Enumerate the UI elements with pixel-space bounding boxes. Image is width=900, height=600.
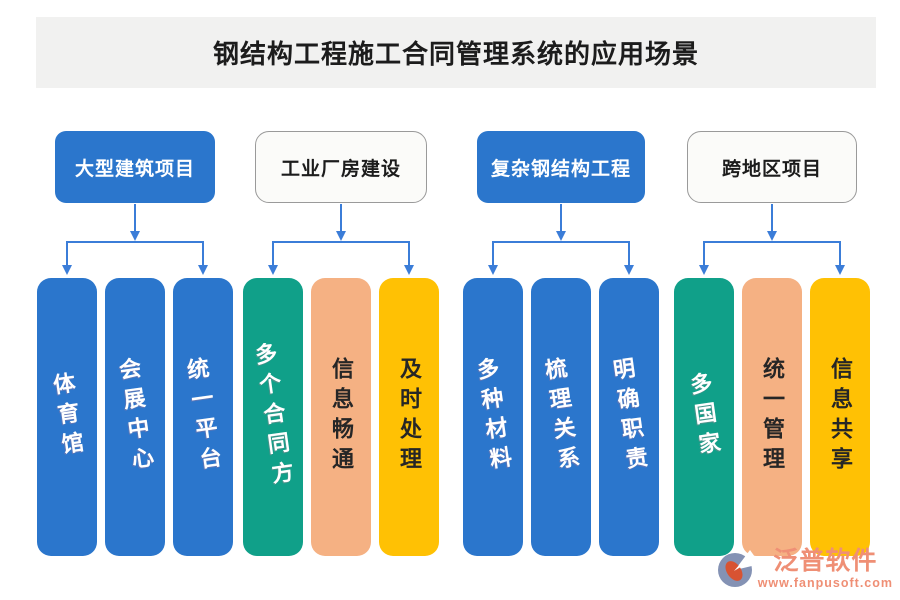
feature-bar: 信息畅通 [311,278,371,556]
title-bar: 钢结构工程施工合同管理系统的应用场景 [36,17,876,88]
page-title: 钢结构工程施工合同管理系统的应用场景 [212,40,699,69]
scenario-header-box: 大型建筑项目 [55,131,215,203]
scenario-group: 工业厂房建设多个合同方 信息畅通 及时处理 [243,131,439,556]
feature-bar-label: 统一管理 [760,357,785,477]
feature-bar-label: 信息共享 [828,357,853,477]
feature-bar: 多个合同方 [243,278,303,556]
feature-bar: 体育馆 [37,278,97,556]
feature-bar-label: 多国家 [685,370,724,464]
feature-bar-label: 多种材料 [472,355,515,479]
scenario-group: 跨地区项目多国家 统一管理 信息共享 [674,131,870,556]
scenario-header-box: 跨地区项目 [687,131,857,203]
footer-logo: 泛普软件 www.fanpusoft.com [716,548,893,590]
feature-bar-label: 统一平台 [182,355,225,479]
bars-row: 多国家 统一管理 信息共享 [674,278,870,556]
brand-name: 泛普软件 [773,548,878,575]
feature-bar: 统一平台 [173,278,233,556]
scenario-header-box: 工业厂房建设 [255,131,427,203]
feature-bar: 明确职责 [599,278,659,556]
bars-row: 多种材料梳理关系明确职责 [463,278,659,556]
feature-bar-label: 多个合同方 [250,340,297,493]
feature-bar: 多国家 [674,278,734,556]
fanpu-logo-icon [717,550,756,587]
feature-bar: 统一管理 [742,278,802,556]
brand-url: www.fanpusoft.com [757,575,893,590]
feature-bar: 梳理关系 [531,278,591,556]
feature-bar: 信息共享 [810,278,870,556]
feature-bar-label: 明确职责 [608,355,651,479]
bars-row: 体育馆会展中心统一平台 [37,278,233,556]
feature-bar: 及时处理 [379,278,439,556]
connector-arrow [699,204,845,275]
scenario-header-box: 复杂钢结构工程 [477,131,645,203]
feature-bar: 会展中心 [105,278,165,556]
connector-arrow [62,204,208,275]
connector-arrow [268,204,414,275]
feature-bar-label: 信息畅通 [329,357,354,477]
scenario-group: 大型建筑项目体育馆会展中心统一平台 [37,131,233,556]
connector-arrow [488,204,634,275]
feature-bar: 多种材料 [463,278,523,556]
feature-bar-label: 及时处理 [397,357,422,477]
scenario-group: 复杂钢结构工程多种材料梳理关系明确职责 [463,131,659,556]
feature-bar-label: 体育馆 [48,370,87,464]
footer-text: 泛普软件 www.fanpusoft.com [758,548,893,590]
feature-bar-label: 会展中心 [114,355,157,479]
feature-bar-label: 梳理关系 [540,355,583,479]
bars-row: 多个合同方 信息畅通 及时处理 [243,278,439,556]
